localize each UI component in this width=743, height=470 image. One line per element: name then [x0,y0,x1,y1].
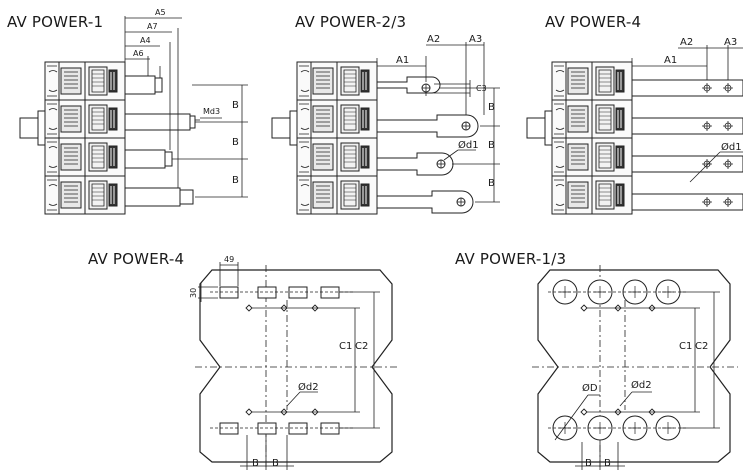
dim-b-plate-right-1: B [585,458,592,469]
dim-d1-right: Ød1 [721,141,742,153]
dim-b-plate-right-2: B [604,458,611,469]
dim-a4: A4 [140,36,151,45]
dim-a1-center: A1 [396,55,409,66]
dim-dD: ØD [582,382,598,394]
dim-a2-right: A2 [680,37,693,48]
dim-a6: A6 [133,49,144,58]
dim-c1-left: C1 [339,341,352,352]
title-av-power-1-3-bottom: AV POWER-1/3 [455,250,567,268]
av-power-4-top-drawing: A1 A2 A3 Ød1 [526,37,743,215]
dim-c1-right: C1 [679,341,692,352]
dim-49: 49 [224,255,234,264]
dim-c2-right: C2 [695,341,708,352]
dim-b-center-3: B [488,178,495,189]
dim-a2-center: A2 [427,34,440,45]
dim-b-plate-left-1: B [252,458,259,469]
av-power-4-plate-drawing: 49 30 C1 C2 Ød2 B B [189,255,400,470]
dim-b-center-2: B [488,140,495,151]
dim-b-3: B [232,175,239,186]
dim-a3-right: A3 [724,37,737,48]
dim-md3: Md3 [203,107,220,116]
dim-d1-center: Ød1 [458,139,479,151]
dim-a1-right: A1 [664,55,677,66]
dim-b-plate-left-2: B [272,458,279,469]
title-av-power-4-bottom: AV POWER-4 [88,250,185,268]
dim-a5: A5 [155,8,166,17]
dim-d2-right: Ød2 [631,379,652,391]
dim-c3: C3 [476,84,487,93]
dim-a7: A7 [147,22,158,31]
title-av-power-4-top: AV POWER-4 [545,13,642,31]
title-av-power-1: AV POWER-1 [7,13,104,31]
dim-b-1: B [232,100,239,111]
av-power-1-drawing: A5 A7 A4 A6 Md3 B B B [19,8,248,215]
dim-d2-left: Ød2 [298,381,319,393]
av-power-1-3-plate-drawing: C1 C2 ØD Ød2 B B [532,265,738,470]
title-av-power-2-3: AV POWER-2/3 [295,13,407,31]
dim-c2-left: C2 [355,341,368,352]
dim-b-center-1: B [488,102,495,113]
dim-30: 30 [189,288,198,298]
dim-b-2: B [232,137,239,148]
dim-a3-center: A3 [469,34,482,45]
av-power-2-3-drawing: A1 A2 A3 C3 Ød1 B B B [271,34,500,215]
